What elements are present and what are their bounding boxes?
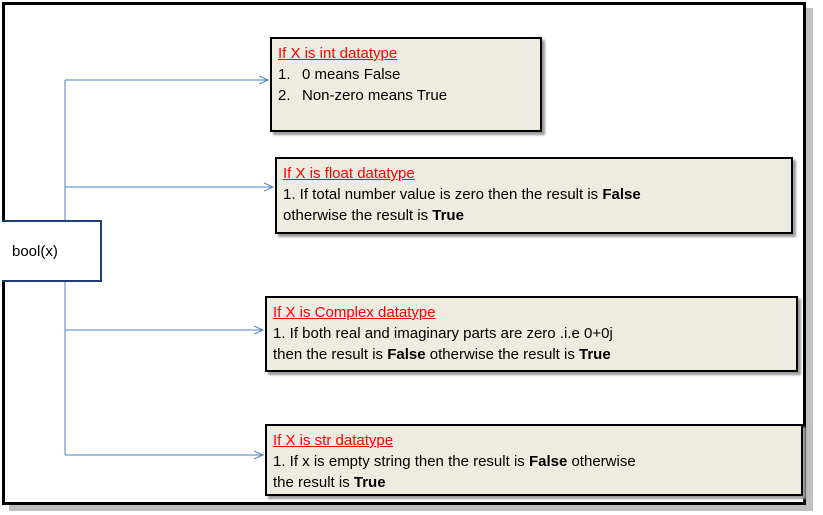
complex-rule-line: then the result is False otherwise the r… [273,346,611,363]
str-rule-box: If X is str datatype 1. If x is empty st… [265,424,803,496]
bool-function-label: bool(x) [12,243,58,260]
complex-rule-title: If X is Complex datatype [273,304,436,321]
float-rule-title: If X is float datatype [283,165,415,182]
float-rule-line: 1. If total number value is zero then th… [283,186,641,203]
complex-rule-box: If X is Complex datatype 1. If both real… [265,296,798,372]
int-rule-box: If X is int datatype 1.0 means False 2.N… [270,37,542,132]
int-rule-item: 2.Non-zero means True [278,87,448,104]
bool-function-box: bool(x) [2,220,102,282]
float-rule-box: If X is float datatype 1. If total numbe… [275,157,793,234]
int-rule-title: If X is int datatype [278,45,398,62]
str-rule-line: the result is True [273,474,386,491]
int-rule-item: 1.0 means False [278,66,401,83]
str-rule-title: If X is str datatype [273,432,394,449]
float-rule-line: otherwise the result is True [283,207,464,224]
str-rule-line: 1. If x is empty string then the result … [273,453,636,470]
complex-rule-line: 1. If both real and imaginary parts are … [273,325,613,342]
